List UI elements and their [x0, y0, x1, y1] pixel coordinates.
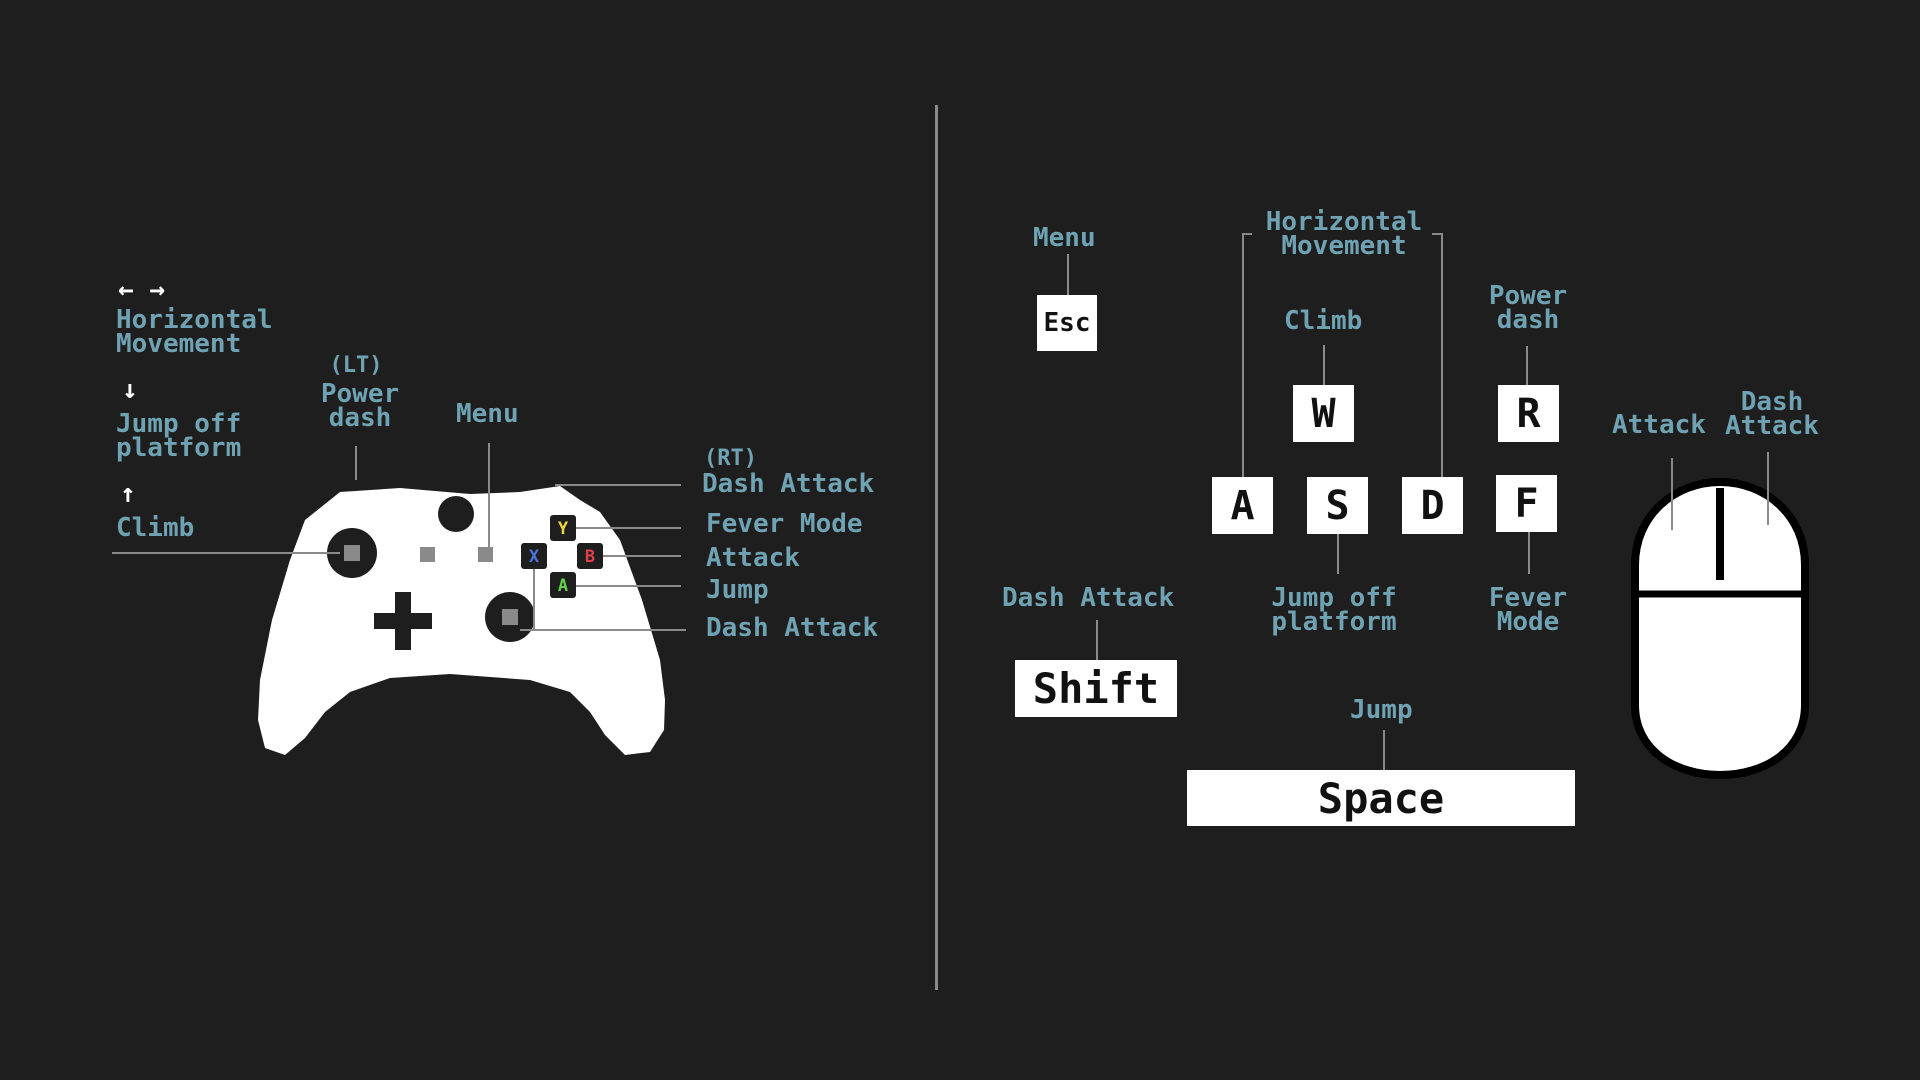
b-button-label: B — [585, 547, 595, 567]
shift-key: Shift — [1015, 660, 1177, 717]
gp-fever-mode-label: Fever Mode — [706, 509, 863, 539]
gp-menu-label: Menu — [456, 399, 519, 429]
panel-divider — [935, 105, 938, 990]
kb-dash-attack-label: Dash Attack — [1002, 583, 1175, 613]
up-arrow-icon: ↑ — [120, 479, 136, 509]
space-key: Space — [1187, 770, 1575, 826]
kb-jump-off-platform-label: Jump off platform — [1271, 583, 1397, 637]
esc-key: Esc — [1037, 295, 1097, 351]
s-key: S — [1307, 477, 1368, 534]
a-button-label: A — [558, 576, 568, 596]
mouse-attack-label: Attack — [1612, 410, 1706, 440]
gp-lt-tag: (LT) — [329, 353, 383, 378]
kb-climb-label: Climb — [1284, 306, 1363, 336]
kb-horizontal-movement-label: Horizontal Movement — [1265, 207, 1423, 261]
gp-jump-off-platform-label: Jump off platform — [116, 409, 242, 463]
f-key: F — [1496, 475, 1557, 532]
kb-menu-label: Menu — [1033, 223, 1096, 253]
gp-horizontal-movement-label: Horizontal Movement — [116, 305, 273, 359]
kb-fever-mode-label: Fever Mode — [1488, 583, 1568, 637]
x-button-label: X — [529, 547, 540, 567]
a-key: A — [1212, 477, 1273, 534]
gp-rt-dash-attack-label: Dash Attack — [702, 469, 875, 499]
mouse-dash-attack-label: Dash Attack — [1725, 387, 1819, 441]
r-key: R — [1498, 385, 1559, 442]
d-key: D — [1402, 477, 1463, 534]
gp-rt-tag: (RT) — [704, 446, 757, 471]
gp-power-dash-label: Power dash — [320, 379, 400, 433]
left-right-arrows-icon: ← → — [118, 275, 165, 305]
gp-climb-label: Climb — [116, 513, 195, 543]
kb-jump-label: Jump — [1350, 695, 1413, 725]
gp-stick-dash-attack-label: Dash Attack — [706, 613, 879, 643]
down-arrow-icon: ↓ — [122, 375, 138, 405]
gp-jump-label: Jump — [706, 575, 769, 605]
w-key: W — [1293, 385, 1354, 442]
gp-attack-label: Attack — [706, 543, 800, 573]
kb-power-dash-label: Power dash — [1488, 281, 1568, 335]
y-button-label: Y — [558, 519, 569, 539]
